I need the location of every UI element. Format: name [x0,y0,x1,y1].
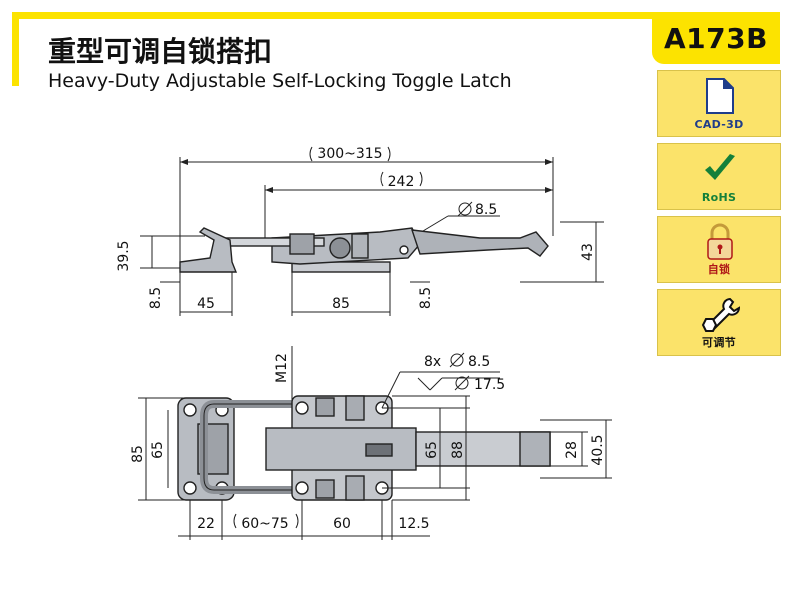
dim-label-85: 85 [332,296,350,312]
dim-label-counterbore: 17.5 [474,377,505,393]
product-title-en: Heavy-Duty Adjustable Self-Locking Toggl… [48,70,512,92]
dim-label-45: 45 [197,296,215,312]
pivot-nut [329,237,351,259]
dim-label-65-left: 65 [150,441,166,459]
lever-tip [519,431,551,467]
base-hole-1 [295,401,309,415]
checkmark-icon [705,154,735,180]
header-accent-side [12,12,19,86]
dim-label-60: 60 [333,516,351,532]
handle-lever [410,229,549,257]
dim-overall-length: 300~315 [179,146,554,268]
dim-label-85-left: 85 [130,445,146,463]
top-nut-lower [315,479,335,499]
lock-hole [399,245,409,255]
padlock-icon [707,223,733,260]
dim-label-hole-dia: 8.5 [475,202,497,218]
badge-label-adjustable: 可调节 [702,336,736,349]
dim-label-hole-dia-top: 8.5 [468,354,490,370]
document-icon [706,78,734,114]
lock-block [351,233,369,259]
dim-catch-height: 39.5 [116,235,205,272]
badge-label-rohs: RoHS [701,191,737,204]
top-nut-upper [315,397,335,417]
dim-bottom-row: 45 85 8.5 8.5 [148,272,434,316]
product-title-cn: 重型可调自锁搭扣 [48,35,273,68]
catch-hole-1 [183,403,197,417]
wrench-icon [701,297,740,333]
dim-catch-verticals: 85 65 [130,397,190,501]
dim-label-40-5: 40.5 [590,434,606,465]
catch-hole-2 [183,481,197,495]
product-code-box: A173B [652,12,780,64]
adjustable-badge[interactable]: 可调节 [657,289,781,356]
pivot-upper [345,395,365,421]
badge-label-lock: 自锁 [707,263,731,276]
dim-label-8-5-right: 8.5 [418,287,434,309]
rohs-badge[interactable]: RoHS [657,143,781,210]
adjust-nut [289,233,315,255]
self-lock-badge[interactable]: 自锁 [657,216,781,283]
pivot-lower [345,475,365,501]
dim-hole-callouts: 8x 8.5 17.5 [381,352,505,409]
top-handle [265,427,417,471]
lock-slot [365,443,393,457]
dim-handle-length: 242 [264,171,553,240]
dim-label-242: 242 [388,174,415,190]
dim-label-43: 43 [580,243,596,261]
catch-plate [179,227,238,273]
dim-label-8-5-left: 8.5 [148,287,164,309]
dim-label-65-mid: 65 [424,441,440,459]
dim-top-bottom-row: 22 60~75 60 12.5 [178,500,430,540]
dim-thread: M12 [274,346,293,400]
dim-label-88: 88 [450,441,466,459]
product-code: A173B [664,21,768,55]
dim-label-39-5: 39.5 [116,240,132,271]
dim-handle-verticals: 28 40.5 [540,419,612,479]
header-accent-bar [12,12,652,19]
dim-height: 43 [520,221,604,283]
dim-label-hole-count: 8x [424,354,441,370]
dim-label-overall: 300~315 [317,146,382,162]
dim-label-60-75: 60~75 [241,516,288,532]
dim-label-m12: M12 [274,353,290,383]
cad-3d-badge[interactable]: CAD-3D [657,70,781,137]
dim-label-12-5: 12.5 [398,516,429,532]
badge-label-cad: CAD-3D [694,118,744,131]
base-hole-3 [295,481,309,495]
dim-base-verticals: 65 88 [382,395,470,501]
dim-label-28: 28 [564,441,580,459]
dim-label-22: 22 [197,516,215,532]
